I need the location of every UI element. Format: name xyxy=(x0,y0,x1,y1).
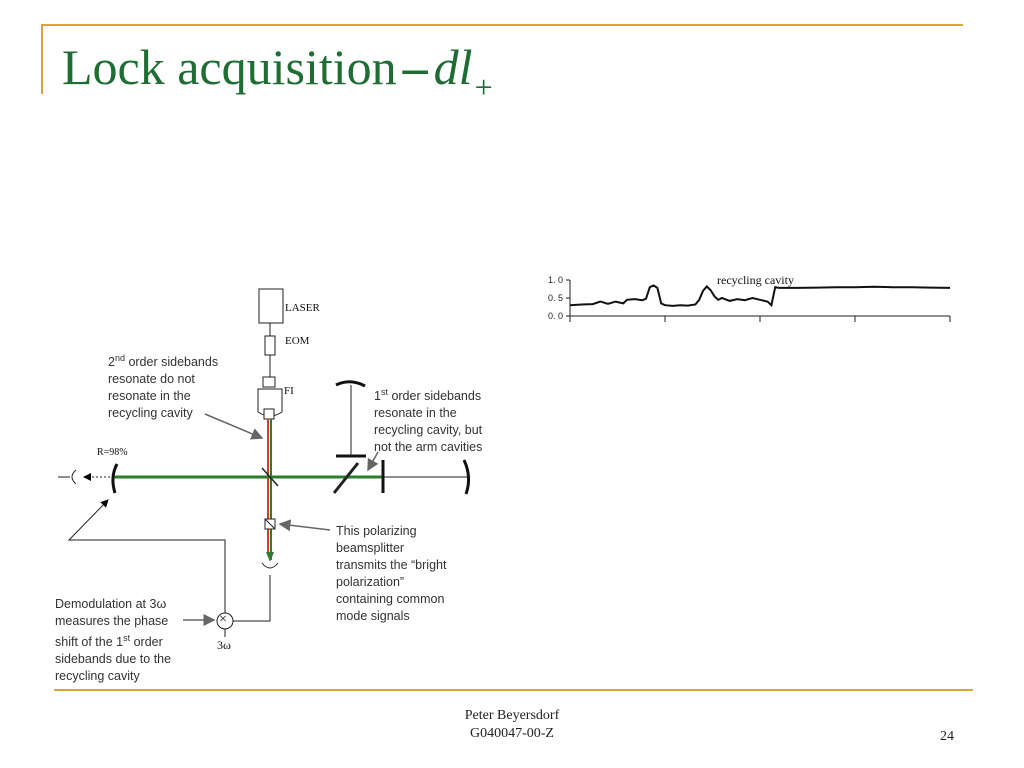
note-text: 2 xyxy=(108,355,115,370)
beam-arrowhead xyxy=(266,552,274,562)
feedback-wire xyxy=(67,499,226,613)
page-number: 24 xyxy=(940,729,954,744)
top-rule xyxy=(41,24,963,26)
note-second-order: 2nd order sidebands resonate do not reso… xyxy=(108,350,258,422)
y-tick-label: 0. 0 xyxy=(548,311,563,321)
faraday-isolator xyxy=(257,376,283,420)
note-line: mode signals xyxy=(336,609,410,623)
pickoff-mirror xyxy=(332,462,360,494)
title-subscript: + xyxy=(474,69,493,105)
pointer-second-order xyxy=(204,413,264,440)
y-tick-label: 0. 5 xyxy=(548,293,563,303)
note-first-order: 1st order sidebands resonate in the recy… xyxy=(374,384,534,456)
footer-docid: G040047-00-Z xyxy=(470,726,554,741)
etm-perp xyxy=(335,380,366,388)
pointer-first-order xyxy=(367,451,379,472)
bottom-photodiode xyxy=(261,562,279,569)
note-line: resonate in the xyxy=(374,406,457,421)
pbs-diagonal xyxy=(264,518,276,530)
signal-chart: 1. 0 0. 5 0. 0 xyxy=(548,275,951,322)
footer: Peter Beyersdorf G040047-00-Z xyxy=(412,707,612,743)
series-line xyxy=(569,284,951,308)
note-text: order xyxy=(130,635,163,650)
note-line: containing common xyxy=(336,592,445,606)
title-main: Lock acquisition xyxy=(62,39,397,95)
left-photodiode xyxy=(71,469,77,485)
chart-axes: 1. 0 0. 5 0. 0 xyxy=(548,275,951,322)
note-line: transmits the “bright xyxy=(336,558,447,572)
note-sup: st xyxy=(123,633,131,643)
note-line: resonate do not xyxy=(108,372,195,387)
etm-inline xyxy=(462,459,471,495)
main-beamsplitter xyxy=(261,467,279,487)
note-text: order sidebands xyxy=(387,389,482,404)
photodiode-wire xyxy=(233,575,271,622)
note-line: polarization” xyxy=(336,575,405,589)
chart-annotation: recycling cavity xyxy=(717,273,794,287)
page-title: Lock acquisition–dl+ xyxy=(62,40,493,105)
left-rule xyxy=(41,24,43,94)
note-line: Demodulation at 3ω xyxy=(55,597,167,611)
note-line: recycling cavity, but xyxy=(374,423,483,438)
footer-author: Peter Beyersdorf xyxy=(464,708,560,723)
eom-box xyxy=(264,335,276,356)
freq-label: 3ω xyxy=(217,638,231,652)
eom-label: EOM xyxy=(285,335,310,347)
title-dash: – xyxy=(402,39,428,95)
note-line: recycling cavity xyxy=(55,669,140,684)
note-text: order sidebands xyxy=(124,355,219,370)
note-text: 1 xyxy=(374,389,381,404)
mixer-symbol: × xyxy=(219,612,227,627)
chart-series xyxy=(569,284,951,308)
title-italic: dl xyxy=(433,39,473,95)
note-line: resonate in the xyxy=(108,389,191,404)
bottom-rule xyxy=(54,689,973,691)
note-text: shift of the 1 xyxy=(55,635,124,650)
pointer-polarizing xyxy=(278,519,331,532)
note-line: sidebands due to the xyxy=(55,652,172,667)
note-line: This polarizing xyxy=(336,524,417,538)
fi-label: FI xyxy=(284,385,294,397)
note-line: not the arm cavities xyxy=(374,440,483,455)
note-sup: st xyxy=(380,387,388,397)
note-sup: nd xyxy=(114,353,125,363)
note-line: beamsplitter xyxy=(336,541,405,555)
note-line: measures the phase xyxy=(55,614,169,628)
reflectivity-label: R=98% xyxy=(97,447,128,458)
y-tick-label: 1. 0 xyxy=(548,275,563,285)
laser-label: LASER xyxy=(285,302,320,314)
laser-box xyxy=(258,288,284,324)
note-demod: Demodulation at 3ω measures the phase sh… xyxy=(55,596,205,685)
recycling-mirror xyxy=(111,463,119,494)
note-polarizing: This polarizing beamsplitter transmits t… xyxy=(336,523,496,625)
note-line: recycling cavity xyxy=(108,406,193,421)
